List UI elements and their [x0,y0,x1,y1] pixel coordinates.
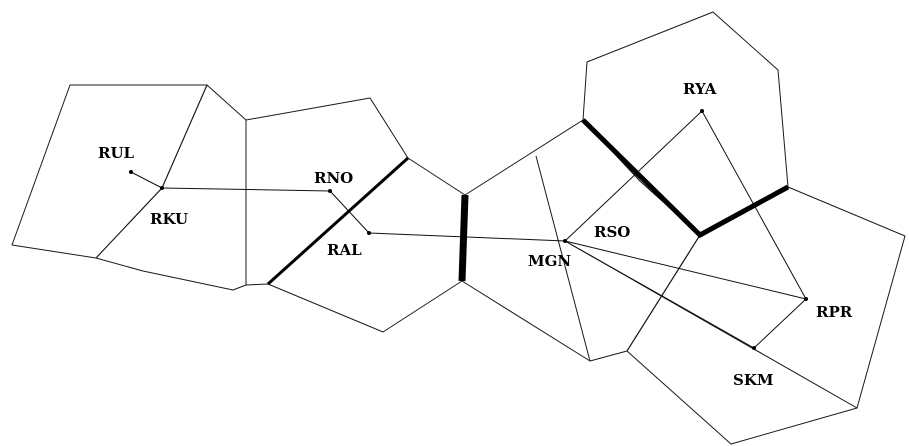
cell-mgn-divider [535,155,591,362]
cell-mgn-divider-2 [626,234,701,352]
node-dot-rul [129,170,133,174]
node-dots [129,109,808,350]
node-dot-rpr [804,297,808,301]
node-dot-rku [160,186,164,190]
node-dot-rya [700,109,704,113]
node-links [130,110,858,409]
node-label-rno: RNO [314,169,353,187]
node-dot-skm [752,346,756,350]
link-rpr-skm [753,298,807,349]
node-dot-mgn [563,239,567,243]
link-rku-rno [161,187,331,192]
boundary-mgn-rya [581,118,790,239]
node-label-rul: RUL [98,144,135,162]
link-rul-rku [130,171,163,189]
boundary-ral-mgn [458,194,469,282]
cell-rul [11,84,208,259]
cut-boundaries [266,118,790,286]
cell-rno-ral [245,97,466,333]
cell-rpr [626,186,906,445]
link-mgn-rya [564,110,703,242]
cell-rya [582,11,789,236]
boundary-rno-ral [266,156,410,286]
cell-rku [95,84,247,291]
node-dot-ral [367,231,371,235]
node-labels: RUL RKU RNO RAL MGN RSO RYA RPR SKM [98,80,853,389]
node-label-rku: RKU [150,210,188,228]
link-rso-skm-long [564,240,858,409]
node-dot-rno [328,189,332,193]
node-label-ral: RAL [327,241,362,259]
link-mgn-rpr [564,240,807,300]
node-label-skm: SKM [733,371,773,389]
node-label-rso: RSO [594,223,630,241]
node-label-rpr: RPR [816,303,853,321]
node-label-mgn: MGN [528,252,571,270]
cell-mgn [461,119,701,362]
node-label-rya: RYA [683,80,717,98]
